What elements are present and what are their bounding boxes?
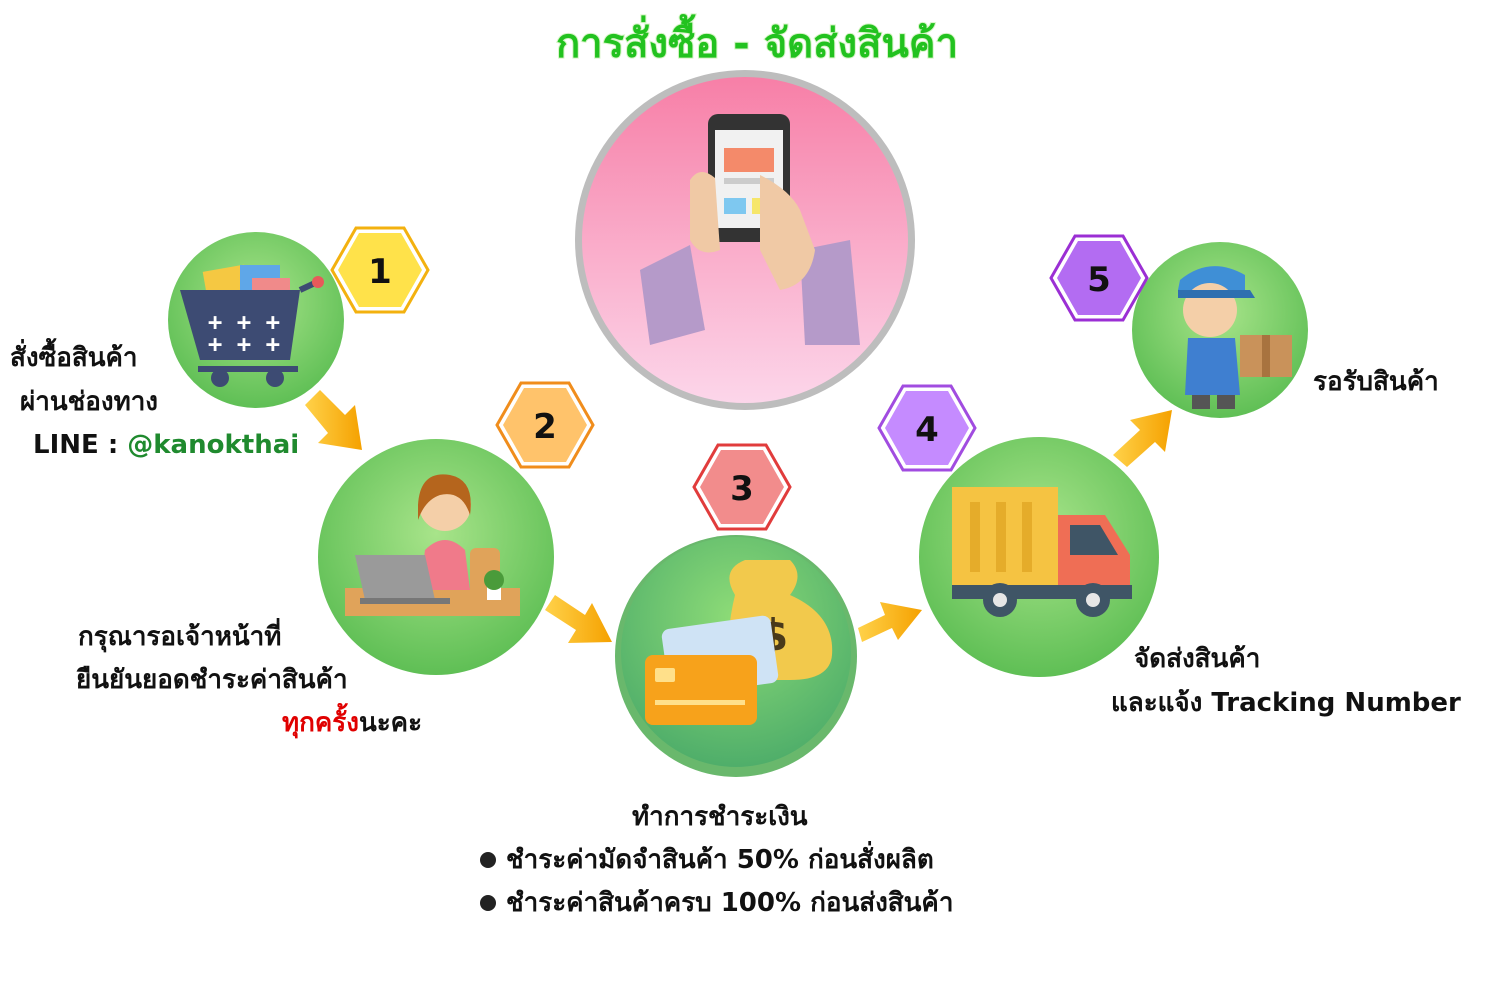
delivery-man-box-icon <box>1178 266 1292 409</box>
step-1-circle: + + + + + + <box>168 232 344 408</box>
step-1-text-line2: ผ่านช่องทาง <box>20 387 158 417</box>
step-4-number: 4 <box>915 410 939 450</box>
woman-laptop-icon <box>345 474 520 616</box>
arrow-1-to-2 <box>305 390 362 450</box>
step-1-number: 1 <box>368 252 392 292</box>
step-3-bullet-2: ชำระค่าสินค้าครบ 100% ก่อนส่งสินค้า <box>506 888 953 918</box>
arrow-3-to-4 <box>858 602 922 642</box>
step-3-bullet-1: ชำระค่ามัดจำสินค้า 50% ก่อนสั่งผลิต <box>506 840 934 875</box>
step-4-text-line2: และแจ้ง Tracking Number <box>1111 688 1461 718</box>
step-2-text-line1: กรุณารอเจ้าหน้าที่ <box>78 617 281 653</box>
step-4-circle <box>919 437 1159 677</box>
step-2-highlight-red: ทุกครั้ง <box>282 702 359 739</box>
arrow-4-to-5 <box>1113 410 1172 467</box>
step-3-badge: 3 <box>692 443 792 531</box>
bullet-dot-1 <box>480 852 496 868</box>
step-4-badge: 4 <box>877 384 977 472</box>
step-1-line-id[interactable]: @kanokthai <box>127 430 299 460</box>
smartphone-hands-icon <box>640 114 860 345</box>
step-2-text-line2: ยืนยันยอดชำระค่าสินค้า <box>76 665 348 695</box>
bullet-dot-2 <box>480 895 496 911</box>
arrow-2-to-3 <box>545 595 612 643</box>
step-5-number: 5 <box>1087 260 1111 300</box>
step-2-number: 2 <box>533 407 557 447</box>
page-title: การสั่งซื้อ - จัดส่งสินค้า <box>556 14 958 67</box>
step-3-heading: ทำการชำระเงิน <box>632 802 808 832</box>
step-1-line-contact: LINE : @kanokthai <box>33 430 299 460</box>
shopping-cart-icon: + + + + + + <box>180 264 324 387</box>
step-5-badge: 5 <box>1049 234 1149 322</box>
svg-text:+ + +: + + + <box>208 308 280 336</box>
step-2-text-line3: ทุกครั้งนะคะ <box>282 702 422 739</box>
money-bag-credit-card-icon: $ <box>645 560 833 725</box>
step-2-badge: 2 <box>495 381 595 469</box>
step-1-line-label: LINE : <box>33 430 127 460</box>
step-4-text-line1: จัดส่งสินค้า <box>1134 644 1260 674</box>
step-3-circle: $ <box>615 535 857 777</box>
step-5-text-line1: รอรับสินค้า <box>1313 367 1439 397</box>
step-1-text-line1: สั่งซื้อสินค้า <box>10 337 137 373</box>
svg-text:+ + +: + + + <box>208 330 280 358</box>
step-5-circle <box>1132 242 1308 418</box>
center-phone-circle <box>575 70 915 410</box>
step-2-text-line3-rest: นะคะ <box>359 708 422 738</box>
step-1-badge: 1 <box>330 226 430 314</box>
delivery-truck-icon <box>952 487 1132 617</box>
step-3-number: 3 <box>730 469 754 509</box>
step-2-circle <box>318 439 554 675</box>
